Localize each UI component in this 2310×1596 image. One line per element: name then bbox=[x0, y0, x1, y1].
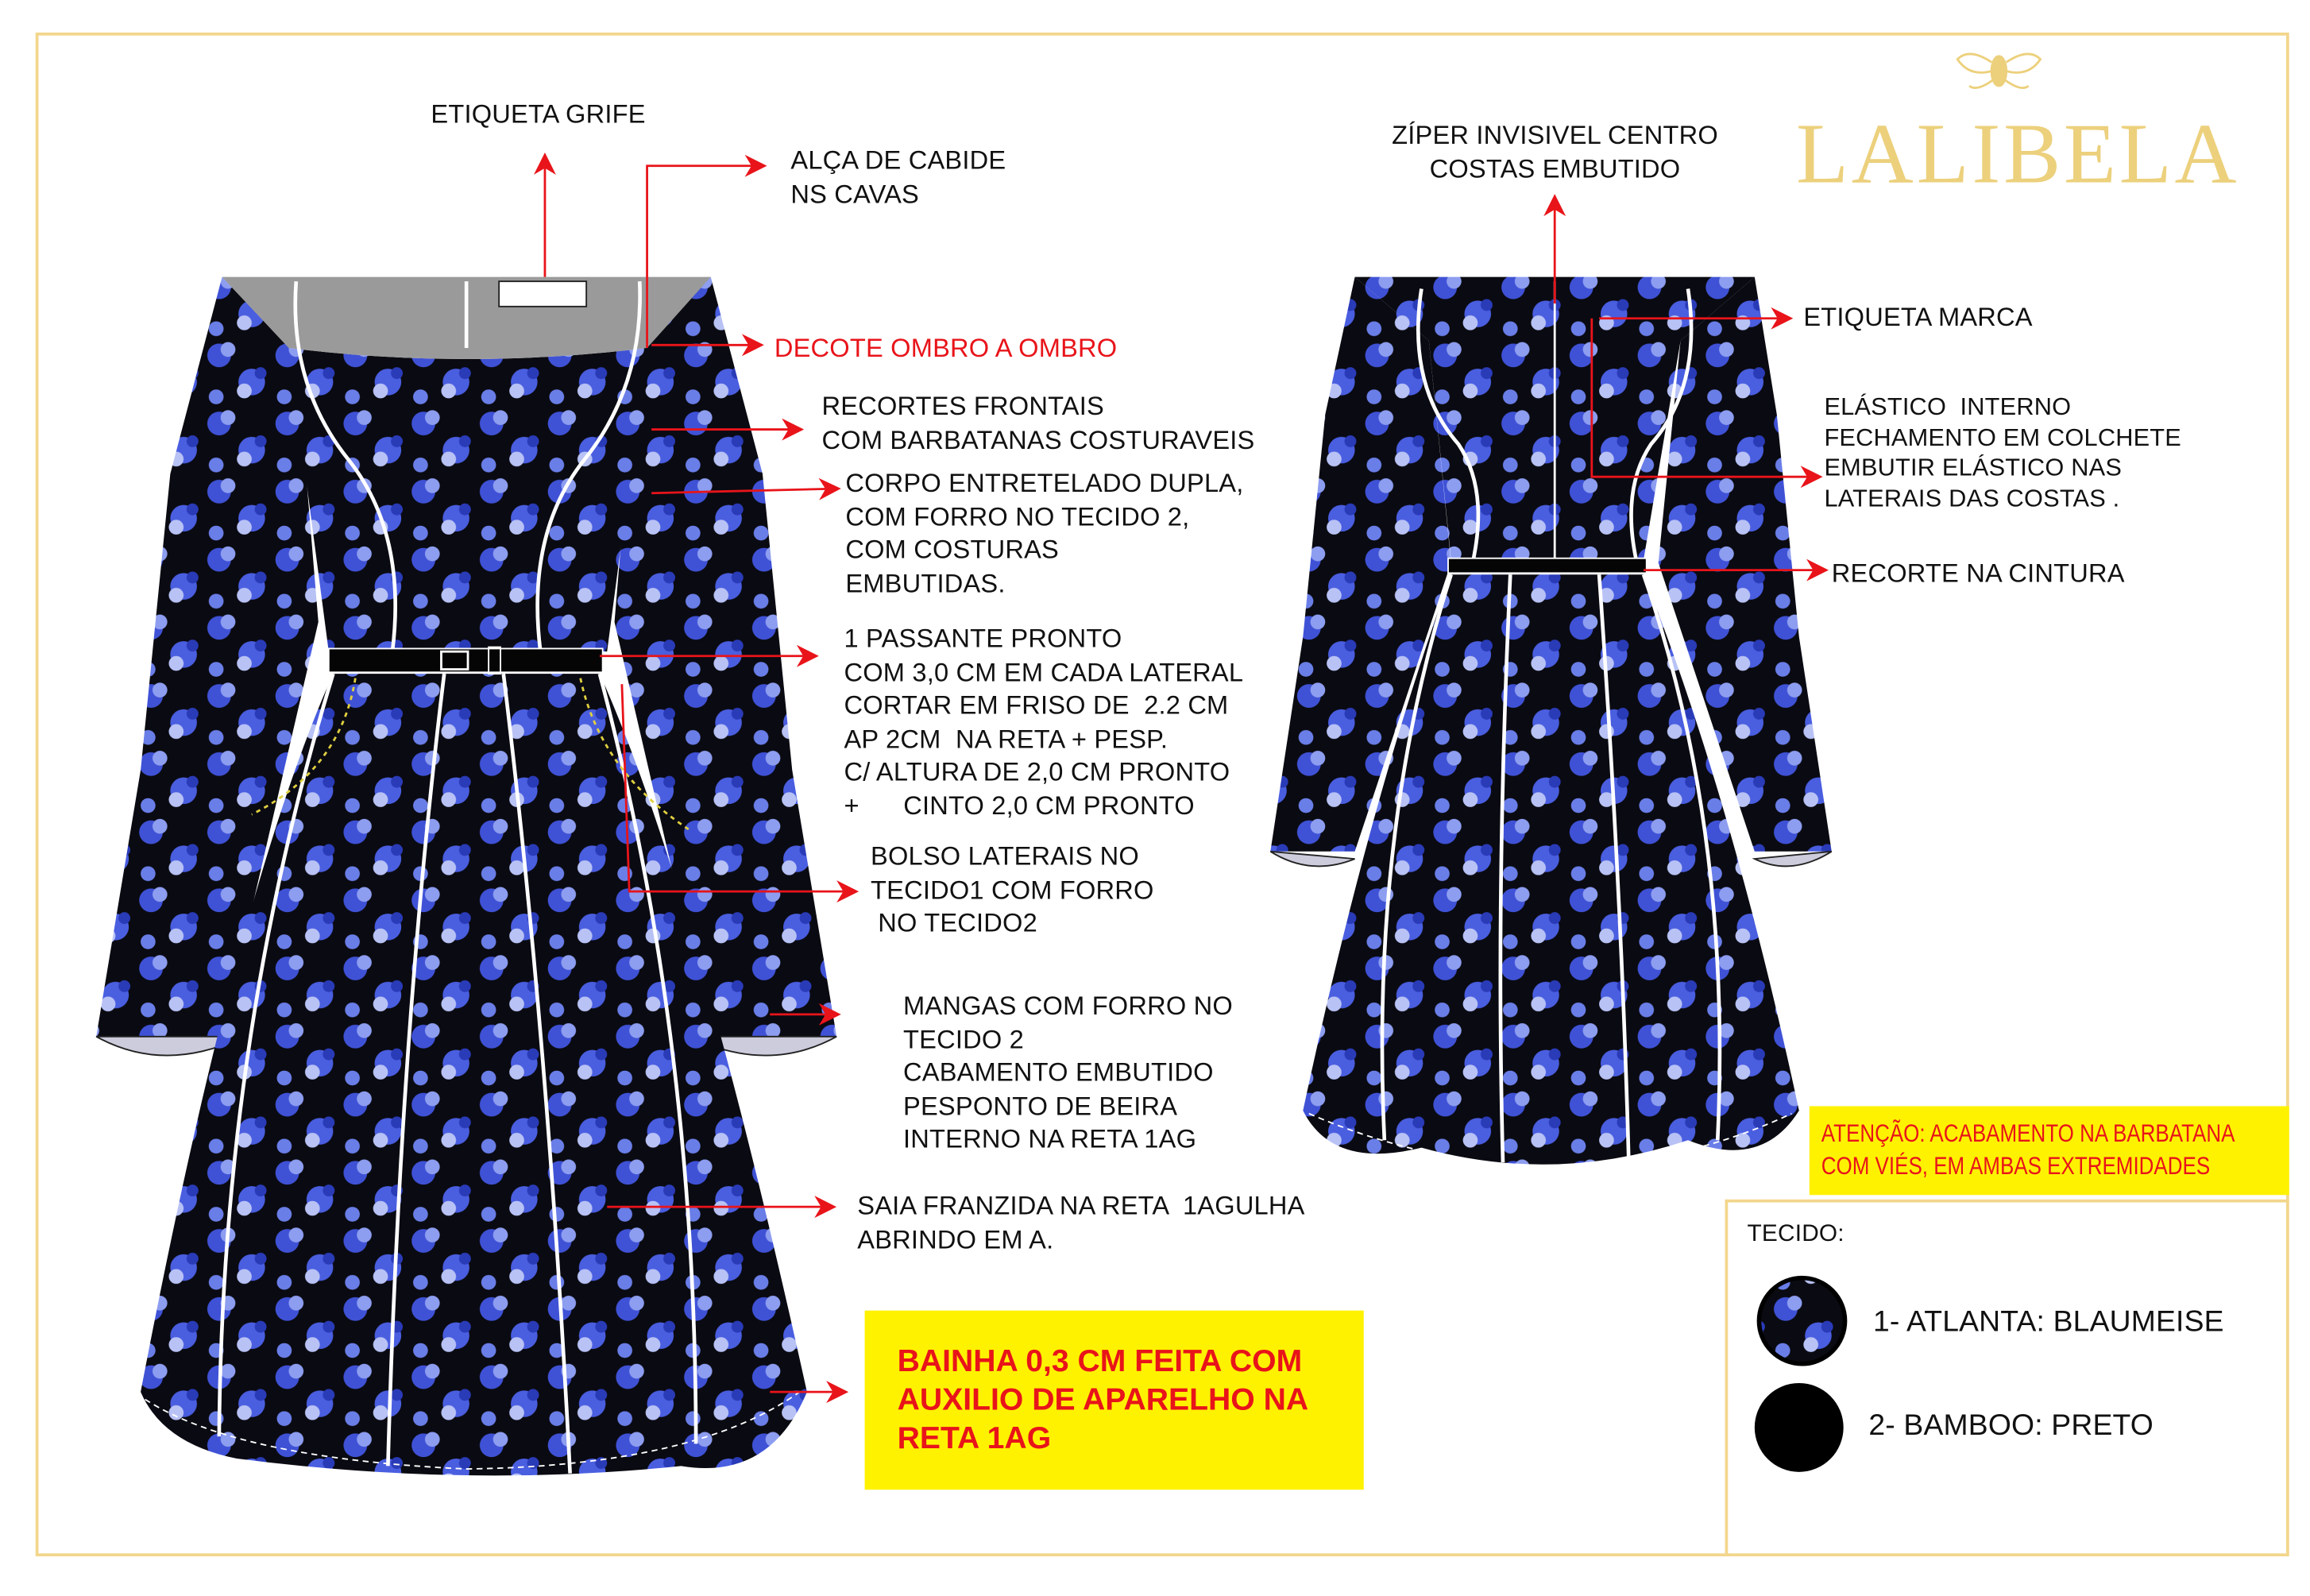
arrow-bolso bbox=[620, 684, 859, 903]
label-ziper: ZÍPER INVISIVEL CENTRO COSTAS EMBUTIDO bbox=[1392, 119, 1718, 184]
label-atencao: ATENÇÃO: ACABAMENTO NA BARBATANA COM VIÉ… bbox=[1821, 1119, 2235, 1181]
label-recortes: RECORTES FRONTAIS COM BARBATANAS COSTURA… bbox=[821, 391, 1255, 454]
label-mangas: MANGAS COM FORRO NO TECIDO 2 CABAMENTO E… bbox=[903, 991, 1233, 1154]
label-bainha: BAINHA 0,3 CM FEITA COM AUXILIO DE APARE… bbox=[897, 1344, 1309, 1456]
atencao-note-box: ATENÇÃO: ACABAMENTO NA BARBATANA COM VIÉ… bbox=[1809, 1106, 2289, 1196]
back-skirt bbox=[1303, 574, 1799, 1165]
back-right-cuff bbox=[1752, 850, 1833, 868]
back-hem-stitch bbox=[1308, 1112, 1792, 1171]
label-recorte-cintura: RECORTE NA CINTURA bbox=[1831, 558, 2125, 589]
label-decote: DECOTE OMBRO A OMBRO bbox=[774, 333, 1118, 363]
annotation-arrows bbox=[533, 152, 1829, 1404]
bainha-note-box: BAINHA 0,3 CM FEITA COM AUXILIO DE APARE… bbox=[864, 1310, 1364, 1490]
label-passante: 1 PASSANTE PRONTO COM 3,0 CM EM CADA LAT… bbox=[844, 623, 1244, 820]
floral-swatch-icon bbox=[1756, 1275, 1848, 1366]
label-etiqueta-marca: ETIQUETA MARCA bbox=[1803, 302, 2033, 332]
back-seams bbox=[1380, 281, 1722, 1163]
back-dress bbox=[1269, 276, 1833, 1171]
brand-label-patch bbox=[498, 280, 588, 307]
front-left-cuff bbox=[95, 1035, 223, 1057]
back-right-sleeve bbox=[1658, 276, 1832, 852]
brand-logo: LALIBELA bbox=[1796, 105, 2240, 202]
belt-buckle-icon bbox=[440, 650, 469, 670]
label-bolso: BOLSO LATERAIS NO TECIDO1 COM FORRO NO T… bbox=[871, 841, 1154, 937]
front-skirt bbox=[141, 674, 807, 1476]
front-left-sleeve bbox=[96, 276, 319, 1037]
fabric-item-2: 2- BAMBOO: PRETO bbox=[1868, 1409, 2154, 1443]
pocket-outline bbox=[251, 678, 690, 831]
front-dress bbox=[95, 276, 837, 1476]
arrow-alca-cabide bbox=[646, 154, 767, 349]
front-right-cuff bbox=[709, 1035, 837, 1057]
front-hem-stitch bbox=[145, 1391, 801, 1470]
fabric-item-1: 1- ATLANTA: BLAUMEISE bbox=[1872, 1306, 2224, 1339]
back-waistband bbox=[1447, 557, 1648, 574]
back-left-cuff bbox=[1269, 850, 1355, 868]
label-elastico: ELÁSTICO INTERNO FECHAMENTO EM COLCHETE … bbox=[1824, 393, 2181, 512]
belt-loop bbox=[488, 646, 501, 675]
label-alca-cabide: ALÇA DE CABIDE NS CAVAS bbox=[790, 145, 1006, 208]
arrow-elastico bbox=[1590, 318, 1823, 489]
bee-icon bbox=[1956, 52, 2042, 89]
page-frame bbox=[35, 33, 2289, 1557]
front-bodice bbox=[288, 348, 647, 652]
label-etiqueta-grife: ETIQUETA GRIFE bbox=[431, 99, 646, 129]
arrow-corpo bbox=[651, 477, 841, 500]
black-swatch-icon bbox=[1754, 1382, 1844, 1472]
fabric-legend bbox=[1725, 1199, 2289, 1557]
label-corpo: CORPO ENTRETELADO DUPLA, COM FORRO NO TE… bbox=[845, 468, 1244, 598]
back-left-sleeve bbox=[1270, 276, 1451, 852]
fabric-legend-title: TECIDO: bbox=[1747, 1221, 1845, 1247]
label-saia: SAIA FRANZIDA NA RETA 1AGULHA ABRINDO EM… bbox=[857, 1190, 1305, 1254]
